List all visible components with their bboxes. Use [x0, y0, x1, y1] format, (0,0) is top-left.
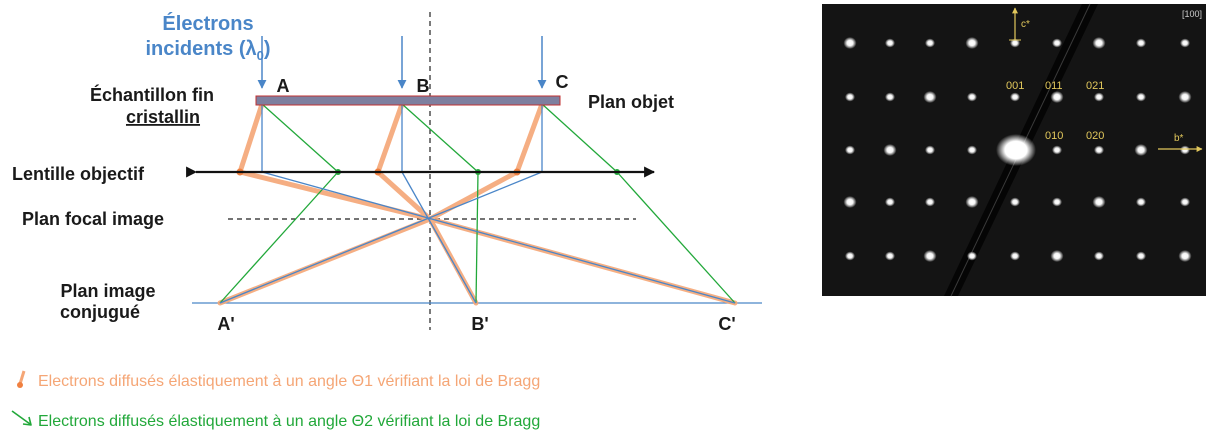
diffraction-spot — [1052, 145, 1062, 155]
point-c: C — [556, 72, 569, 92]
image-point-b: B' — [471, 314, 488, 334]
diffraction-spot — [1180, 197, 1190, 207]
diffraction-spot — [1178, 91, 1192, 103]
legend: Electrons diffusés élastiquement à un an… — [11, 370, 540, 430]
ray-diagram: Électrons incidents (λ0) A B C Échantill… — [12, 12, 762, 334]
focal-plane-label: Plan focal image — [22, 209, 164, 229]
diffraction-spot — [1010, 251, 1020, 261]
incident-label-line2: incidents (λ0) — [145, 38, 270, 63]
diffraction-spot — [967, 145, 977, 155]
diffraction-spot — [1094, 92, 1104, 102]
sample-label-line2: cristallin — [126, 107, 200, 127]
diffraction-spot — [1052, 197, 1062, 207]
diffraction-spot — [843, 37, 857, 49]
image-point-a: A' — [217, 314, 234, 334]
diffraction-spot — [1010, 38, 1020, 48]
diffraction-spot — [965, 196, 979, 208]
green-legend-symbol — [11, 410, 32, 426]
diffraction-spot — [885, 251, 895, 261]
image-plane-label-line2: conjugué — [60, 302, 140, 322]
point-b: B — [417, 76, 430, 96]
incident-arrows — [257, 36, 547, 89]
b-star-label: b* — [1174, 133, 1184, 144]
diffraction-spot — [967, 251, 977, 261]
diffraction-spot — [923, 250, 937, 262]
orange-legend-text: Electrons diffusés élastiquement à un an… — [38, 373, 540, 390]
diffraction-spot — [1010, 92, 1020, 102]
diffraction-spot — [1092, 196, 1106, 208]
spot-label-010: 010 — [1045, 130, 1063, 142]
diffraction-spot — [1136, 92, 1146, 102]
incident-label-line1: Électrons — [162, 12, 253, 35]
diffraction-spot — [1134, 144, 1148, 156]
diffraction-spot — [925, 145, 935, 155]
diffraction-spot — [1050, 91, 1064, 103]
diffraction-spot — [925, 197, 935, 207]
diffraction-spot — [1136, 38, 1146, 48]
spot-label-021: 021 — [1086, 80, 1104, 92]
diffraction-spot — [1052, 38, 1062, 48]
diffraction-spot — [967, 92, 977, 102]
diffraction-spot — [1178, 250, 1192, 262]
diffraction-spot — [1136, 197, 1146, 207]
diffraction-spot — [1094, 251, 1104, 261]
diffraction-spot — [965, 37, 979, 49]
diffraction-pattern: c* b* [100] 001 011 021 010 020 — [822, 3, 1206, 297]
c-star-label: c* — [1021, 19, 1030, 30]
diffraction-spot — [925, 38, 935, 48]
diffraction-spot — [1092, 37, 1106, 49]
diffraction-spot — [885, 197, 895, 207]
diffraction-spot — [843, 196, 857, 208]
spot-label-011: 011 — [1045, 80, 1063, 92]
image-point-c: C' — [718, 314, 735, 334]
lens-label: Lentille objectif — [12, 164, 145, 184]
diffraction-spot — [883, 144, 897, 156]
orange-legend-symbol — [17, 370, 26, 388]
diffraction-spot — [885, 38, 895, 48]
diffraction-spot — [1094, 145, 1104, 155]
object-plane-label: Plan objet — [588, 92, 674, 112]
diffraction-spots — [843, 37, 1192, 262]
zone-axis-label: [100] — [1182, 9, 1202, 19]
diffraction-spot — [885, 92, 895, 102]
point-a: A — [277, 76, 290, 96]
diffraction-spot — [923, 91, 937, 103]
sample-label-line1: Échantillon fin — [90, 84, 214, 105]
diffraction-spot — [1180, 38, 1190, 48]
diffraction-spot — [845, 251, 855, 261]
spot-label-020: 020 — [1086, 130, 1104, 142]
spot-label-001: 001 — [1006, 80, 1024, 92]
sample-slab — [255, 95, 561, 106]
green-legend-text: Electrons diffusés élastiquement à un an… — [38, 413, 540, 430]
diffraction-spot — [1010, 197, 1020, 207]
diffraction-spot — [845, 145, 855, 155]
green-rays — [219, 103, 736, 304]
image-plane-label-line1: Plan image — [60, 281, 155, 301]
diffraction-spot — [1180, 145, 1190, 155]
blue-rays — [219, 104, 736, 304]
central-beam — [996, 134, 1036, 166]
diffraction-spot — [845, 92, 855, 102]
diffraction-spot — [1050, 250, 1064, 262]
diffraction-spot — [1136, 251, 1146, 261]
